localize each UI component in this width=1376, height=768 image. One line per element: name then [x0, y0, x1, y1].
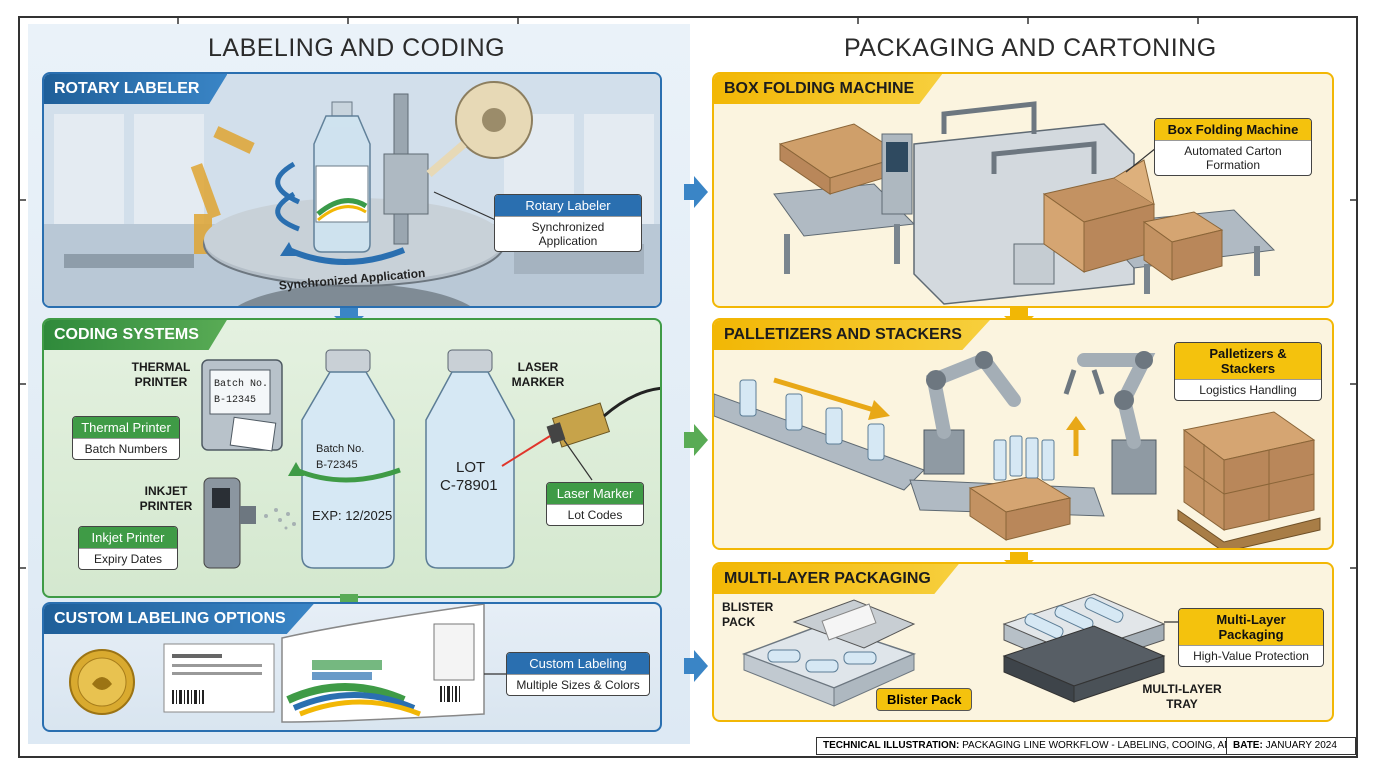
tray-tag-line1: MULTI-LAYER: [1142, 682, 1222, 696]
custom-labeling-header: CUSTOM LABELING OPTIONS: [44, 604, 314, 634]
laser-marker-callout-sub: Lot Codes: [547, 504, 643, 525]
coding-systems-header: CODING SYSTEMS: [44, 320, 227, 350]
palletizers-callout: Palletizers & Stackers Logistics Handlin…: [1174, 342, 1322, 401]
rotary-labeler-callout-sub: Synchronized Application: [495, 216, 641, 251]
inkjet-tag-line1: INKJET: [144, 484, 188, 498]
multi-layer-callout-title: Multi-Layer Packaging: [1179, 609, 1323, 645]
inkjet-printer-callout-sub: Expiry Dates: [79, 548, 177, 569]
footer-date: BATE: JANUARY 2024: [1227, 738, 1355, 754]
box-folding-illustration: [773, 101, 1276, 305]
thermal-tag-line1: THERMAL: [131, 360, 191, 374]
right-arrow-1: [684, 176, 708, 208]
bottle1-batch-line2: B-72345: [316, 459, 358, 471]
right-column-title: PACKAGING AND CARTONING: [844, 34, 1217, 62]
tray-tag-line2: TRAY: [1166, 697, 1198, 711]
bottle1-batch: Batch No. B-72345: [316, 443, 367, 471]
laser-marker-callout: Laser Marker Lot Codes: [546, 482, 644, 526]
box-folding-callout-sub: Automated Carton Formation: [1155, 140, 1311, 175]
thermal-tag-line2: PRINTER: [134, 375, 188, 389]
rotary-labeler-header: ROTARY LABELER: [44, 74, 228, 104]
thermal-printer-callout-title: Thermal Printer: [73, 417, 179, 438]
multi-layer-illustration: [741, 593, 1178, 707]
bottle2-lot-line1: LOT: [456, 459, 485, 476]
thermal-printer-callout-sub: Batch Numbers: [73, 438, 179, 459]
multi-layer-callout: Multi-Layer Packaging High-Value Protect…: [1178, 608, 1324, 667]
box-folding-callout: Box Folding Machine Automated Carton For…: [1154, 118, 1312, 176]
blister-tag-line1: BLISTER: [722, 600, 774, 614]
custom-labeling-panel: CUSTOM LABELING OPTIONS Custom Labeling …: [42, 602, 662, 732]
rotary-labeler-callout: Rotary Labeler Synchronized Application: [494, 194, 642, 252]
footer-left-bold: TECHNICAL ILLUSTRATION:: [823, 740, 960, 751]
footer-info-bar: TECHNICAL ILLUSTRATION: PACKAGING LINE W…: [816, 737, 1356, 755]
footer-title: TECHNICAL ILLUSTRATION: PACKAGING LINE W…: [817, 738, 1227, 754]
blister-pack-label: Blister Pack: [876, 688, 973, 711]
box-folding-header: BOX FOLDING MACHINE: [714, 74, 943, 104]
bottle2-lot-line2: C-78901: [440, 477, 498, 494]
left-column-title: LABELING AND CODING: [208, 34, 506, 62]
footer-right-text: JANUARY 2024: [1262, 740, 1337, 751]
inkjet-tag-line2: PRINTER: [139, 499, 193, 513]
inkjet-printer-callout-title: Inkjet Printer: [79, 527, 177, 548]
multi-layer-header: MULTI-LAYER PACKAGING: [714, 564, 959, 594]
rotary-labeler-callout-title: Rotary Labeler: [495, 195, 641, 216]
outer-frame: [18, 16, 1358, 758]
right-arrow-2: [684, 424, 708, 456]
custom-labeling-callout-sub: Multiple Sizes & Colors: [507, 674, 649, 695]
custom-labeling-callout: Custom Labeling Multiple Sizes & Colors: [506, 652, 650, 696]
rotary-labeler-illustration: Synchronized Application: [44, 74, 660, 306]
thermal-screen-line2: B-12345: [214, 395, 256, 406]
laser-marker-callout-title: Laser Marker: [547, 483, 643, 504]
right-arrow-3: [684, 650, 708, 682]
palletizers-callout-sub: Logistics Handling: [1175, 379, 1321, 400]
custom-labeling-callout-title: Custom Labeling: [507, 653, 649, 674]
multi-layer-callout-sub: High-Value Protection: [1179, 645, 1323, 666]
laser-tag-line1: LASER: [517, 360, 559, 374]
thermal-printer-callout: Thermal Printer Batch Numbers: [72, 416, 180, 460]
box-folding-panel: BOX FOLDING MACHINE Box Folding Machine …: [712, 72, 1334, 308]
palletizers-illustration: [714, 351, 1321, 548]
footer-left-text: PACKAGING LINE WORKFLOW - LABELING, COOI…: [962, 740, 1226, 751]
coding-systems-illustration: Batch No. B-12345 Batch No. B-72345 EXP:…: [201, 349, 660, 569]
palletizers-panel: PALLETIZERS AND STACKERS Palletizers & S…: [712, 318, 1334, 550]
inkjet-printer-callout: Inkjet Printer Expiry Dates: [78, 526, 178, 570]
blister-tag-line2: PACK: [722, 615, 756, 629]
palletizers-callout-title: Palletizers & Stackers: [1175, 343, 1321, 379]
palletizers-header: PALLETIZERS AND STACKERS: [714, 320, 990, 350]
thermal-screen-line1: Batch No.: [214, 378, 268, 390]
bottle1-batch-line1: Batch No.: [316, 443, 364, 455]
rotary-labeler-panel: Synchronized Application ROTARY LABELER …: [42, 72, 662, 308]
box-folding-callout-title: Box Folding Machine: [1155, 119, 1311, 140]
thermal-screen-text: Batch No. B-12345: [214, 378, 274, 406]
footer-right-bold: BATE:: [1233, 740, 1263, 751]
bottle2-lot: LOT C-78901: [440, 459, 498, 494]
laser-tag-line2: MARKER: [511, 375, 565, 389]
coding-systems-panel: Batch No. B-12345 Batch No. B-72345 EXP:…: [42, 318, 662, 598]
custom-labeling-illustration: [69, 604, 506, 723]
bottle1-exp: EXP: 12/2025: [312, 508, 392, 523]
